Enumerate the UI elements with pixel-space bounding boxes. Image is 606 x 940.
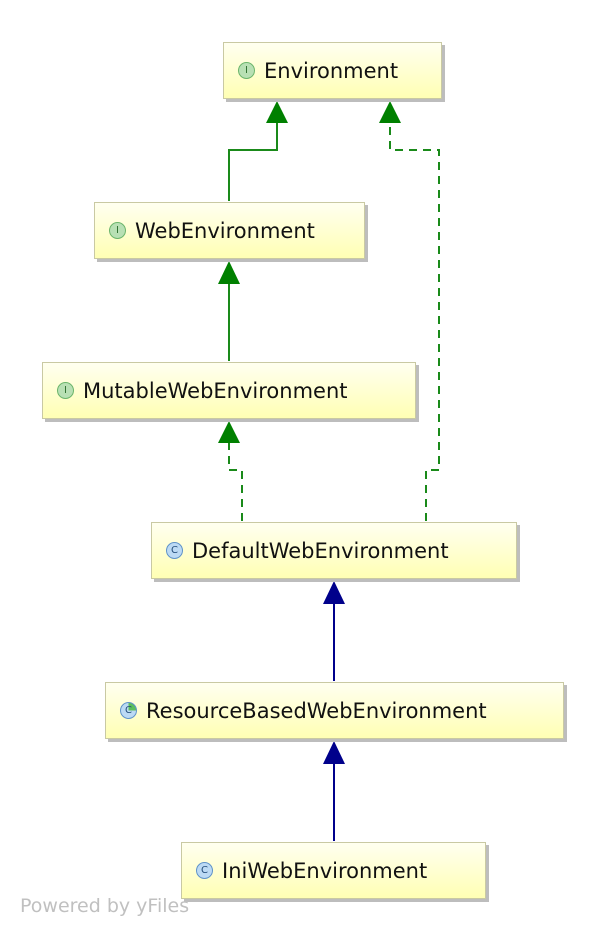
powered-by-footer: Powered by yFiles bbox=[20, 895, 190, 917]
arrowhead-default bbox=[323, 581, 345, 604]
node-label: Environment bbox=[264, 58, 399, 83]
interface-icon: I bbox=[57, 382, 74, 399]
edge-default-to-environment bbox=[389, 122, 440, 521]
arrowhead-mutable bbox=[218, 421, 240, 443]
node-resource-based-web-environment[interactable]: C ResourceBasedWebEnvironment bbox=[105, 682, 564, 739]
node-label: IniWebEnvironment bbox=[222, 858, 428, 883]
arrowhead-webenvironment bbox=[218, 261, 240, 284]
interface-icon: I bbox=[238, 62, 255, 79]
class-icon: C bbox=[166, 542, 183, 559]
node-ini-web-environment[interactable]: C IniWebEnvironment bbox=[181, 842, 486, 899]
node-label: WebEnvironment bbox=[135, 218, 315, 243]
arrowhead-environment-right bbox=[379, 101, 401, 123]
arrowhead-resource bbox=[323, 741, 345, 764]
node-default-web-environment[interactable]: C DefaultWebEnvironment bbox=[151, 522, 517, 579]
edge-default-to-mutable bbox=[228, 443, 243, 521]
node-label: DefaultWebEnvironment bbox=[192, 538, 449, 563]
interface-icon: I bbox=[109, 222, 126, 239]
arrowhead-environment-left bbox=[266, 101, 288, 123]
node-label: ResourceBasedWebEnvironment bbox=[146, 698, 487, 723]
abstract-class-icon: C bbox=[120, 702, 137, 719]
edge-webenvironment-to-environment bbox=[228, 122, 278, 201]
node-environment[interactable]: I Environment bbox=[223, 42, 442, 99]
node-mutable-web-environment[interactable]: I MutableWebEnvironment bbox=[42, 362, 416, 419]
node-web-environment[interactable]: I WebEnvironment bbox=[94, 202, 365, 259]
class-icon: C bbox=[196, 862, 213, 879]
node-label: MutableWebEnvironment bbox=[83, 378, 348, 403]
